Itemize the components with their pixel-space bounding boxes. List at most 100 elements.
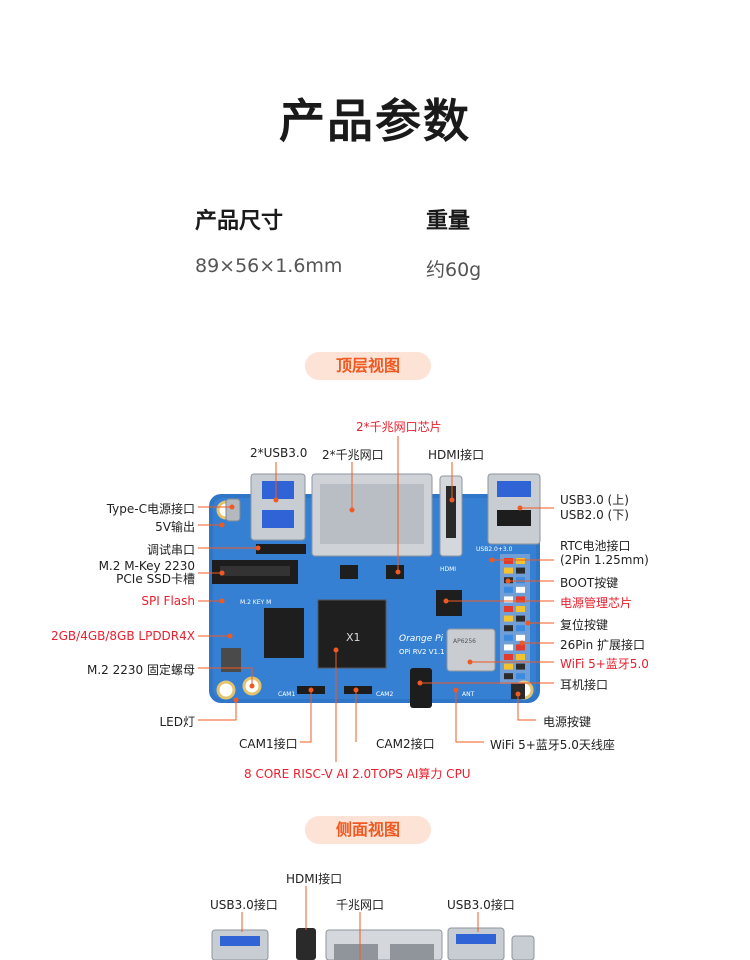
label-m2-line2: PCIe SSD卡槽: [116, 572, 195, 586]
label-side-usb-left: USB3.0接口: [210, 898, 278, 912]
power-button-part: [511, 683, 525, 699]
gpio-pin: [516, 577, 525, 584]
label-antenna: WiFi 5+蓝牙5.0天线座: [490, 738, 615, 752]
label-usb3: 2*USB3.0: [250, 446, 308, 460]
gpio-pin: [516, 654, 525, 660]
spec-weight-value: 约60g: [426, 259, 482, 281]
label-eth-port: 2*千兆网口: [322, 448, 384, 462]
label-side-hdmi: HDMI接口: [286, 872, 343, 886]
m2-slot-inner: [220, 566, 290, 576]
board-print-m2key: M.2 KEY M: [240, 599, 271, 606]
pmic-chip: [436, 590, 462, 616]
audio-jack: [410, 668, 432, 708]
gpio-pin: [516, 663, 525, 670]
label-wifi: WiFi 5+蓝牙5.0: [560, 657, 649, 671]
gpio-pin: [516, 634, 525, 641]
gpio-pin: [504, 654, 513, 660]
typec-port: [225, 498, 241, 522]
label-led: LED灯: [159, 715, 195, 729]
label-audio: 耳机接口: [560, 678, 609, 692]
board-print-usb: USB2.0+3.0: [476, 546, 513, 553]
usb3-port-tongue-a: [262, 481, 294, 499]
label-spi-flash: SPI Flash: [141, 594, 195, 608]
gpio-pin: [516, 586, 525, 593]
page-title: 产品参数: [279, 94, 471, 148]
label-power-button: 电源按键: [543, 715, 592, 729]
leader-lines: [198, 436, 554, 762]
board-print-ant: ANT: [462, 691, 475, 698]
label-usb-stack: USB3.0 (上) USB2.0 (下): [560, 493, 629, 523]
board-print-brand: Orange Pi: [399, 634, 444, 644]
top-view-section-label: 顶层视图: [305, 352, 431, 380]
gpio-pin: [516, 606, 525, 612]
label-cpu: 8 CORE RISC-V AI 2.0TOPS AI算力 CPU: [244, 767, 471, 781]
gpio-pin: [504, 586, 513, 593]
label-eth-chip: 2*千兆网口芯片: [356, 420, 442, 434]
lpddr-chip: [264, 608, 304, 658]
board-print-module: AP6256: [453, 638, 476, 645]
label-rtc: RTC电池接口 (2Pin 1.25mm): [560, 539, 649, 567]
label-26pin: 26Pin 扩展接口: [560, 638, 645, 652]
gpio-pin: [504, 644, 513, 651]
gpio-pin: [504, 596, 513, 603]
label-side-usb-right: USB3.0接口: [447, 898, 515, 912]
label-cam2: CAM2接口: [376, 737, 435, 751]
gpio-pin: [516, 615, 525, 622]
label-debug: 调试串口: [146, 543, 195, 557]
debug-header: [256, 544, 306, 554]
label-usb-up: USB3.0 (上): [560, 493, 629, 507]
gpio-pin: [516, 673, 525, 680]
gpio-pin: [516, 625, 525, 632]
eth-chip-a: [340, 565, 358, 579]
usb3-port-tongue-b: [262, 510, 294, 528]
ethernet-ports-face: [320, 484, 424, 544]
label-m2-line1: M.2 M-Key 2230: [98, 559, 195, 573]
label-usb-down: USB2.0 (下): [560, 508, 629, 522]
label-boot: BOOT按键: [560, 576, 619, 590]
board-print-cam1: CAM1: [278, 691, 295, 698]
gpio-pin: [504, 625, 513, 632]
mount-hole-bl: [216, 680, 236, 700]
wifi-module: [446, 628, 496, 672]
usb-stacked-tongue-bottom: [497, 510, 531, 526]
board-print-hdmi: HDMI: [440, 566, 456, 573]
gpio-pin: [504, 673, 513, 680]
leader-dots: [219, 497, 531, 703]
board-print-model: OPi RV2 V1.1: [399, 648, 445, 656]
gpio-pin: [516, 567, 525, 574]
cpu-chip: [317, 599, 387, 669]
label-lpddr: 2GB/4GB/8GB LPDDR4X: [51, 629, 195, 643]
board-print-soc: X1: [346, 631, 361, 644]
label-reset: 复位按键: [560, 618, 609, 632]
label-side-eth: 千兆网口: [336, 898, 385, 912]
label-pmic: 电源管理芯片: [560, 596, 633, 610]
gpio-pin: [516, 644, 525, 651]
gpio-pin: [516, 558, 525, 564]
gpio-pin: [516, 596, 525, 603]
board-print-cam2: CAM2: [376, 691, 393, 698]
gpio-pin: [504, 634, 513, 641]
label-rtc-line2: (2Pin 1.25mm): [560, 553, 649, 567]
eth-chip-b: [386, 565, 404, 579]
gpio-pin: [504, 615, 513, 622]
label-5v-out: 5V输出: [155, 520, 195, 534]
label-cam1: CAM1接口: [239, 737, 298, 751]
gpio-pin: [504, 606, 513, 612]
label-hdmi: HDMI接口: [428, 448, 485, 462]
gpio-pin: [504, 663, 513, 670]
side-view-illustration: [211, 927, 535, 960]
side-view-section-label: 侧面视图: [305, 816, 431, 844]
usb-stacked-tongue-top: [497, 481, 531, 497]
side-hdmi: [296, 928, 316, 960]
spec-weight-heading: 重量: [426, 209, 471, 234]
label-typec: Type-C电源接口: [106, 502, 195, 516]
hdmi-port-opening: [446, 486, 456, 538]
gpio-pin: [504, 558, 513, 564]
inductor: [221, 648, 241, 672]
gpio-pin: [504, 567, 513, 574]
spec-size-value: 89×56×1.6mm: [195, 255, 343, 277]
label-screw: M.2 2230 固定螺母: [87, 663, 195, 677]
spec-size-heading: 产品尺寸: [195, 209, 284, 234]
label-rtc-line1: RTC电池接口: [560, 539, 631, 553]
